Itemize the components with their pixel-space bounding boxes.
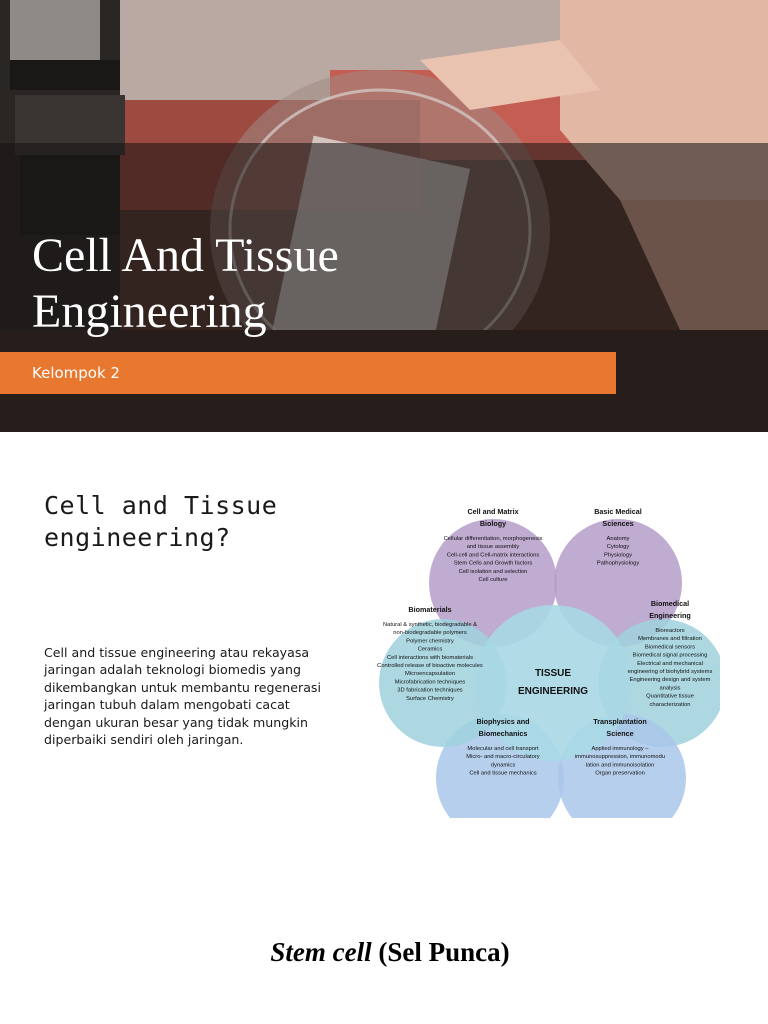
slide-heading: Cell and Tissue engineering? <box>44 490 277 554</box>
cell-matrix-biology-item: and tissue assembly <box>467 544 520 550</box>
title-line-1: Cell And Tissue <box>32 229 339 282</box>
biomedical-engineering-item: Biomedical sensors <box>645 644 695 650</box>
cell-matrix-biology-item: Cell isolation and selection <box>459 569 528 575</box>
stem-cell-italic: Stem cell <box>270 937 372 967</box>
subtitle-bar: Kelompok 2 <box>0 352 616 394</box>
biomedical-engineering-title: Engineering <box>649 611 691 620</box>
transplantation-science-item: lation and immunoisolation <box>586 762 655 768</box>
biophysics-biomechanics-title: Biophysics and <box>476 717 529 726</box>
biomedical-engineering-item: Biomedical signal processing <box>633 653 708 659</box>
biomedical-engineering-item: Membranes and filtration <box>638 636 702 642</box>
content-slide: Cell and Tissue engineering? Cell and ti… <box>0 432 768 1024</box>
stem-cell-heading: Stem cell (Sel Punca) <box>0 937 768 968</box>
biomaterials-item: Cell interactions with biomaterials <box>387 655 473 661</box>
transplantation-science-title: Transplantation <box>593 717 647 726</box>
biophysics-biomechanics-item: Cell and tissue mechanics <box>469 771 536 777</box>
biomedical-engineering-title: Biomedical <box>651 599 689 608</box>
cell-matrix-biology-item: Cell-cell and Cell-matrix interactions <box>447 552 540 558</box>
biomedical-engineering-item: Electrical and mechanical <box>637 661 703 667</box>
biomaterials-item: Surface Chemistry <box>406 696 454 702</box>
title-line-2: Engineering <box>32 285 267 338</box>
transplantation-science-title: Science <box>606 729 633 738</box>
biomaterials-circle <box>379 619 507 747</box>
basic-medical-sciences-item: Cytology <box>607 544 630 550</box>
cell-matrix-biology-item: Cellular differentiation, morphogenesis <box>444 536 543 542</box>
biophysics-biomechanics-item: Micro- and macro-circulatory <box>466 754 540 760</box>
cell-matrix-biology-title: Cell and Matrix <box>467 507 518 516</box>
biomaterials-item: Natural & synthetic, biodegradable & <box>383 622 477 628</box>
biomaterials-item: 3D fabrication techniques <box>397 688 463 694</box>
center-title-line-2: ENGINEERING <box>518 686 588 697</box>
body-paragraph: Cell and tissue engineering atau rekayas… <box>44 645 321 748</box>
cell-matrix-biology-title: Biology <box>480 519 506 528</box>
biomaterials-item: Ceramics <box>418 647 443 653</box>
biomedical-engineering-item: Bioreactors <box>655 628 684 634</box>
transplantation-science-item: immunosuppression, immunomodu <box>575 754 665 760</box>
biomaterials-item: Microfabrication techniques <box>395 679 466 685</box>
biophysics-biomechanics-item: Molecular and cell transport <box>467 746 539 752</box>
title-slide: Cell And Tissue Engineering Kelompok 2 <box>0 0 768 432</box>
biomaterials-title: Biomaterials <box>408 605 451 614</box>
heading-line-1: Cell and Tissue <box>44 491 278 520</box>
subtitle: Kelompok 2 <box>32 364 120 382</box>
center-circle <box>475 605 631 761</box>
biomedical-engineering-item: characterization <box>650 702 691 708</box>
heading-line-2: engineering? <box>44 523 231 552</box>
basic-medical-sciences-item: Physiology <box>604 552 632 558</box>
cell-matrix-biology-item: Cell culture <box>479 577 508 583</box>
biomedical-engineering-item: analysis <box>660 685 681 691</box>
biomedical-engineering-item: engineering of biohybrid systems <box>628 669 713 675</box>
biomaterials-item: Microencapsulation <box>405 671 455 677</box>
slide-title: Cell And Tissue Engineering <box>32 228 592 340</box>
basic-medical-sciences-title: Sciences <box>602 519 633 528</box>
biomaterials-item: Polymer chemistry <box>406 638 454 644</box>
basic-medical-sciences-title: Basic Medical <box>594 507 642 516</box>
stem-cell-rest: (Sel Punca) <box>371 937 510 967</box>
transplantation-science-item: Organ preservation <box>595 771 645 777</box>
biomaterials-item: non-biodegradable polymers <box>393 630 467 636</box>
transplantation-science-item: Applied immunology – <box>591 746 649 752</box>
basic-medical-sciences-item: Pathophysiology <box>597 561 640 567</box>
basic-medical-sciences-item: Anatomy <box>607 536 630 542</box>
biophysics-biomechanics-title: Biomechanics <box>479 729 528 738</box>
biophysics-biomechanics-item: dynamics <box>491 762 516 768</box>
biomaterials-item: Controlled release of bioactive molecule… <box>377 663 483 669</box>
biomedical-engineering-item: Quantitative tissue <box>646 694 694 700</box>
biomedical-engineering-item: Engineering design and system <box>630 677 711 683</box>
center-title-line-1: TISSUE <box>535 668 571 679</box>
cell-matrix-biology-item: Stem Cells and Growth factors <box>454 561 533 567</box>
